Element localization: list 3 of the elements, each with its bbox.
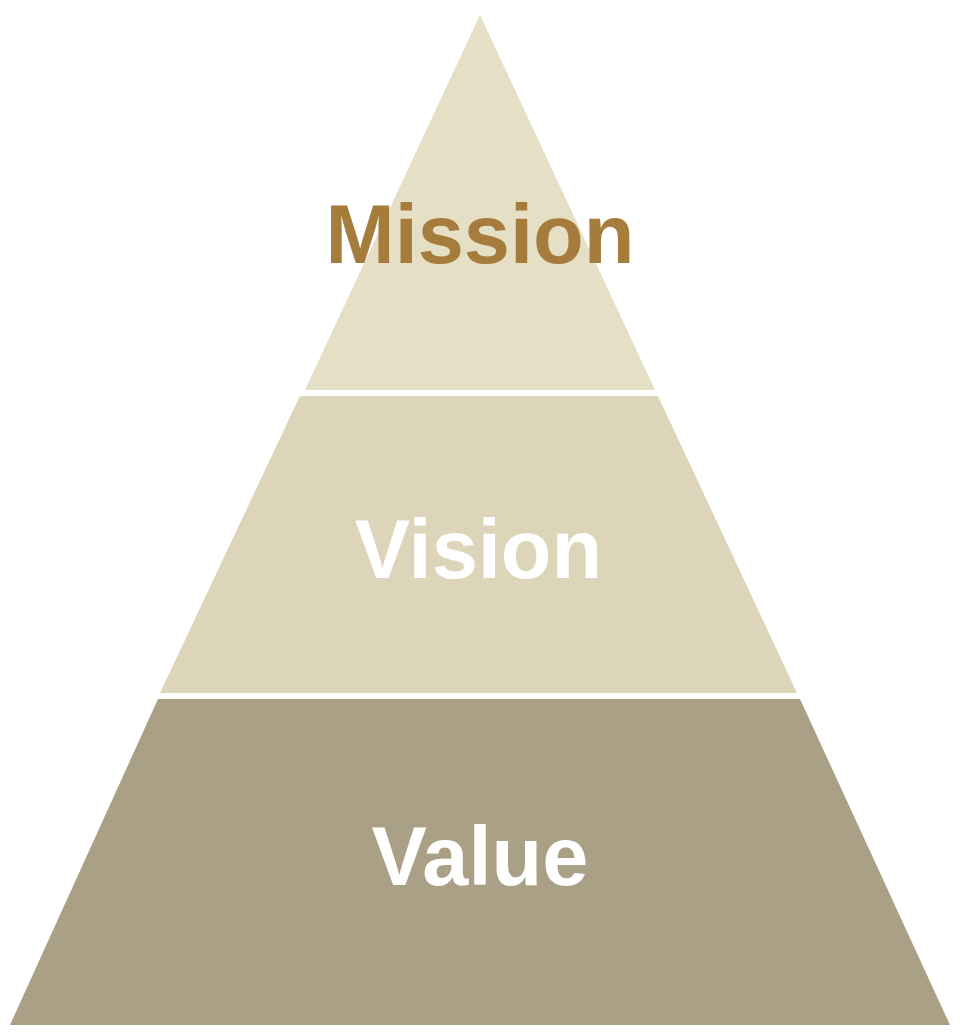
tier-label: Value	[371, 815, 589, 898]
tier-label: Vision	[354, 508, 603, 591]
tier-label: Mission	[325, 193, 635, 276]
